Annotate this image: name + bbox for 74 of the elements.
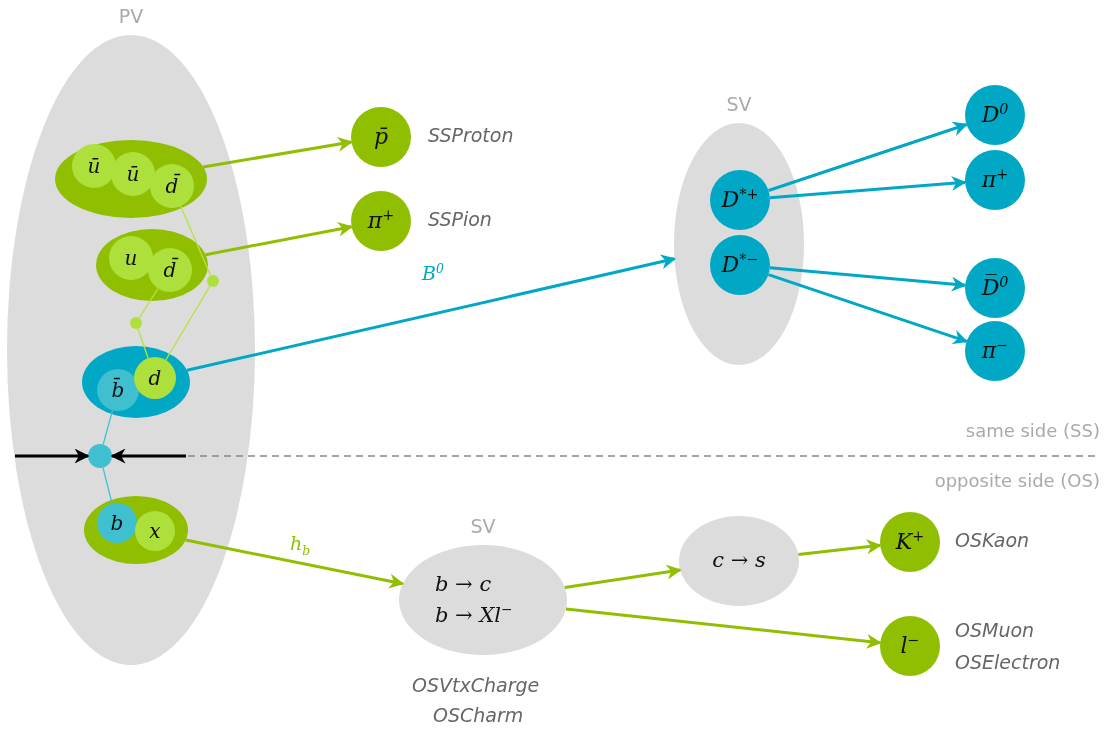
particle-symbol: b: [110, 512, 124, 534]
vertex-dot: [207, 275, 219, 287]
particle-symbol: π$^{+}$: [367, 208, 395, 234]
particle-circle: [351, 191, 411, 251]
tagger-name: SSPion: [428, 208, 492, 230]
decay-formula: b → Xl$^{−}$: [435, 602, 513, 628]
quark-line: [102, 466, 113, 505]
particle-symbol: u: [124, 247, 138, 269]
quark-line: [137, 328, 149, 359]
quark-circle: [97, 369, 139, 411]
particle-symbol: ū: [87, 155, 101, 177]
arrow: [798, 539, 882, 556]
particle-symbol: K$^{+}$: [895, 529, 925, 555]
particle-circle: [965, 150, 1025, 210]
particle-symbol: b̄: [111, 379, 125, 401]
quark-circle: [97, 503, 137, 543]
particle-circle: [351, 107, 411, 167]
arrow: [767, 273, 968, 345]
quark-line: [138, 287, 159, 319]
particle-circle: [880, 616, 940, 676]
particle-circle: [880, 512, 940, 572]
particle-circle: [710, 235, 770, 295]
arrow: [110, 448, 186, 464]
arrow: [185, 538, 405, 589]
tagger-name: SSProton: [428, 124, 514, 146]
arrow: [565, 607, 882, 649]
quark-circle: [109, 236, 153, 280]
quark-circle: [134, 357, 176, 399]
quark-circle: [148, 248, 192, 292]
particle-symbol: D$^{*−}$: [721, 252, 759, 278]
opposite-side-label: opposite side (OS): [934, 470, 1100, 491]
arrow: [186, 254, 676, 372]
arrow: [15, 448, 90, 464]
tagger-name: OSCharm: [433, 704, 524, 726]
quark-circle: [135, 511, 175, 551]
vertex-dot: [130, 317, 142, 329]
particle-circle: [965, 321, 1025, 381]
same-side-label: same side (SS): [965, 420, 1100, 441]
quark-line: [165, 285, 211, 361]
arrow: [205, 221, 353, 257]
particle-symbol: D̅$^{0}$: [981, 275, 1009, 301]
vertex-label: SV: [725, 93, 753, 115]
arrow: [768, 121, 968, 192]
particle-symbol: d̄: [163, 259, 177, 281]
decay-formula: b → c: [435, 572, 492, 596]
particle-symbol: x: [149, 520, 161, 542]
particle-symbol: ū: [126, 163, 140, 185]
particle-symbol: D$^{0}$: [981, 102, 1009, 128]
tagger-name: OSKaon: [955, 529, 1030, 551]
tagger-name: OSElectron: [955, 651, 1061, 673]
tagger-name: OSMuon: [955, 619, 1035, 641]
quark-line: [180, 205, 212, 277]
quark-circle: [72, 144, 116, 188]
particle-circle: [965, 258, 1025, 318]
particle-symbol: π$^{−}$: [981, 338, 1009, 364]
arrow: [202, 136, 353, 169]
particle-symbol: D$^{*+}$: [721, 187, 759, 213]
quark-line: [102, 409, 114, 446]
arrow: [769, 266, 967, 292]
arrow: [564, 564, 682, 589]
vertex-label: SV: [469, 515, 497, 537]
collision-dot: [88, 444, 112, 468]
quark-circle: [150, 164, 194, 208]
particle-symbol: d: [148, 367, 162, 389]
particle-symbol: l$^{−}$: [900, 633, 920, 659]
decay-formula: c → s: [712, 549, 766, 573]
arrow: [769, 175, 967, 200]
tagger-name: OSVtxCharge: [412, 674, 540, 696]
particle-circle: [965, 85, 1025, 145]
particle-symbol: p̄: [373, 124, 389, 150]
particle-symbol: d̄: [165, 175, 179, 197]
particle-circle: [710, 170, 770, 230]
vertex-label: PV: [117, 5, 145, 27]
particle-symbol: π$^{+}$: [981, 167, 1009, 193]
